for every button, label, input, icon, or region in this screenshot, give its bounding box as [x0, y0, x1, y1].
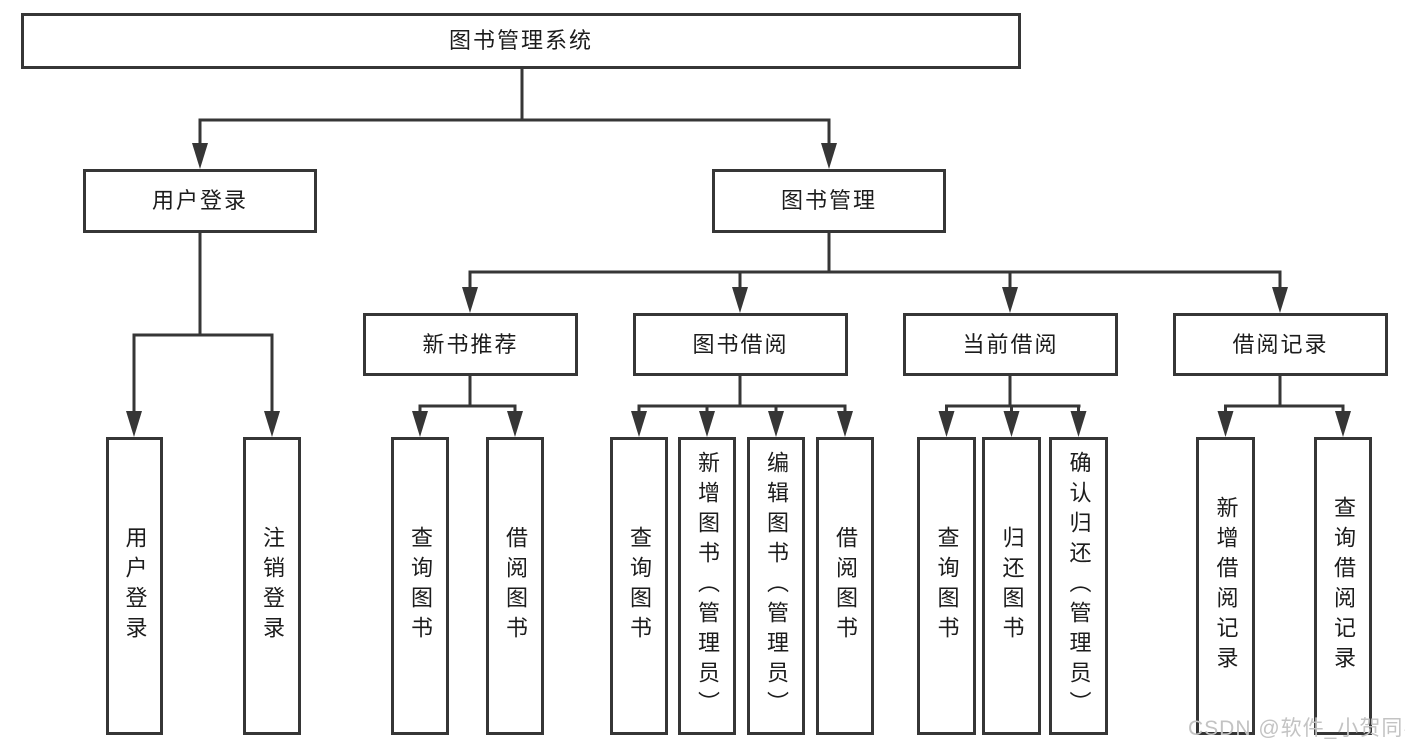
node-label: 用户登录 — [151, 188, 248, 213]
node-new-book-recommend: 新书推荐 — [363, 313, 578, 376]
connector-current-borrowing-to-leaves — [938, 375, 1087, 437]
node-label: 借阅记录 — [1232, 331, 1329, 357]
arrow-down-icon — [732, 287, 748, 313]
node-library-management-system: 图书管理系统 — [21, 13, 1021, 69]
node-label: 新增图书（管理员） — [695, 451, 720, 721]
node-label: 确认归还（管理员） — [1066, 451, 1092, 721]
node-label: 归还图书 — [999, 526, 1025, 646]
node-label: 查询图书 — [627, 526, 652, 646]
leaf-add-borrow-record: 新增借阅记录 — [1196, 437, 1255, 735]
node-label: 查询图书 — [934, 526, 960, 646]
leaf-query-borrow-record: 查询借阅记录 — [1314, 437, 1372, 735]
node-label: 注销登录 — [260, 526, 285, 646]
node-book-borrowing: 图书借阅 — [633, 313, 848, 376]
node-label: 图书管理系统 — [448, 28, 593, 53]
node-label: 用户登录 — [122, 526, 148, 646]
connector-new-book-recommend-to-leaves — [412, 375, 523, 437]
leaf-borrow-books-recommend: 借阅图书 — [486, 437, 544, 735]
arrow-down-icon — [938, 411, 955, 437]
arrow-down-icon — [631, 411, 647, 437]
connector-book-management-to-level3 — [462, 232, 1288, 313]
leaf-query-books-current: 查询图书 — [917, 437, 976, 735]
leaf-return-books: 归还图书 — [982, 437, 1041, 735]
arrow-down-icon — [768, 411, 784, 437]
node-label: 编辑图书（管理员） — [764, 451, 789, 721]
arrow-down-icon — [412, 411, 428, 437]
arrow-down-icon — [126, 411, 142, 437]
node-label: 图书管理 — [780, 188, 877, 213]
node-label: 当前借阅 — [962, 331, 1059, 357]
node-label: 图书借阅 — [692, 331, 789, 357]
arrow-down-icon — [1003, 411, 1020, 437]
node-borrowing-records: 借阅记录 — [1173, 313, 1388, 376]
arrow-down-icon — [699, 411, 715, 437]
connector-root-to-level2 — [192, 68, 837, 169]
arrow-down-icon — [1272, 287, 1288, 313]
arrow-down-icon — [821, 143, 837, 169]
arrow-down-icon — [192, 143, 208, 169]
node-label: 查询借阅记录 — [1331, 496, 1356, 676]
arrow-down-icon — [507, 411, 523, 437]
node-label: 借阅图书 — [833, 526, 858, 646]
connector-borrowing-records-to-leaves — [1217, 375, 1351, 437]
leaf-add-books-admin: 新增图书（管理员） — [678, 437, 736, 735]
arrow-down-icon — [462, 287, 478, 313]
node-label: 新书推荐 — [422, 331, 519, 357]
leaf-query-books-borrowing: 查询图书 — [610, 437, 668, 735]
node-current-borrowing: 当前借阅 — [903, 313, 1118, 376]
leaf-logout: 注销登录 — [243, 437, 301, 735]
node-label: 借阅图书 — [503, 526, 528, 646]
leaf-edit-books-admin: 编辑图书（管理员） — [747, 437, 805, 735]
arrow-down-icon — [837, 411, 853, 437]
leaf-user-login: 用户登录 — [106, 437, 163, 735]
node-book-management: 图书管理 — [712, 169, 946, 233]
arrow-down-icon — [1070, 411, 1087, 437]
arrow-down-icon — [1002, 287, 1018, 313]
arrow-down-icon — [1217, 411, 1234, 437]
connector-book-borrowing-to-leaves — [631, 375, 853, 437]
arrow-down-icon — [1335, 411, 1351, 437]
node-user-login: 用户登录 — [83, 169, 317, 233]
arrow-down-icon — [264, 411, 280, 437]
leaf-confirm-return-admin: 确认归还（管理员） — [1049, 437, 1108, 735]
watermark: CSDN @软件_小贺同学 — [1188, 717, 1405, 740]
connector-user-login-to-leaves — [126, 232, 280, 437]
leaf-borrow-books-borrowing: 借阅图书 — [816, 437, 874, 735]
node-label: 查询图书 — [408, 526, 433, 646]
node-label: 新增借阅记录 — [1213, 496, 1239, 676]
leaf-query-books-recommend: 查询图书 — [391, 437, 449, 735]
